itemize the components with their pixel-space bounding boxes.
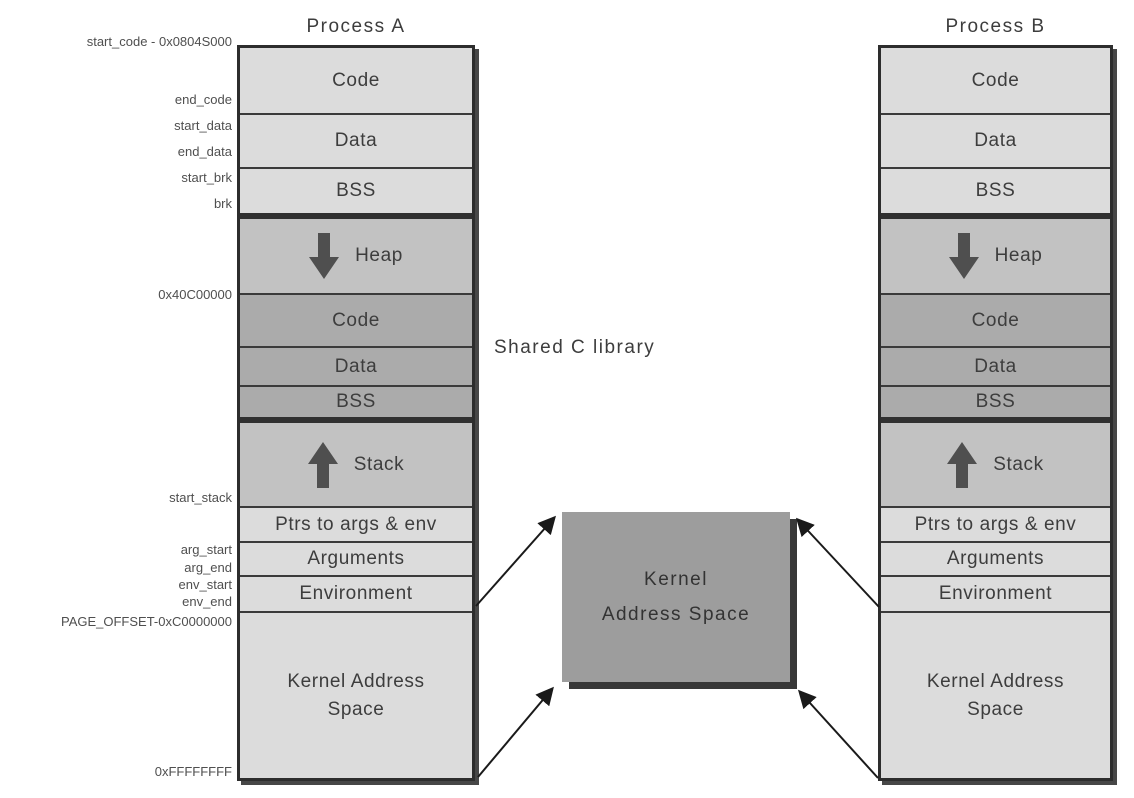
segment-label: Kernel Address Space bbox=[926, 670, 1065, 720]
stack-up-arrow-icon bbox=[307, 441, 338, 488]
address-label: 0xFFFFFFFF bbox=[154, 764, 232, 779]
segment-code: Code bbox=[881, 293, 1110, 346]
segment-environment: Environment bbox=[240, 575, 472, 611]
segment-label: Environment bbox=[299, 583, 413, 604]
segment-divider bbox=[240, 213, 472, 219]
segment-label: Data bbox=[334, 130, 378, 151]
segment-label: Stack bbox=[353, 453, 405, 475]
heap-down-arrow-icon bbox=[948, 233, 979, 279]
segment-bss: BSS bbox=[881, 167, 1110, 213]
segment-label: Environment bbox=[938, 583, 1053, 604]
segment-label: BSS bbox=[336, 391, 376, 412]
segment-arguments: Arguments bbox=[881, 541, 1110, 575]
segment-label: Code bbox=[332, 69, 380, 91]
segment-kernel-address-space: Kernel Address Space bbox=[881, 611, 1110, 778]
address-label: env_end bbox=[182, 594, 232, 609]
address-label: start_brk bbox=[181, 170, 232, 185]
segment-stack: Stack bbox=[240, 423, 472, 506]
segment-code: Code bbox=[881, 48, 1110, 113]
segment-heap: Heap bbox=[240, 219, 472, 293]
stack-up-arrow-icon bbox=[947, 441, 978, 488]
segment-label: Code bbox=[971, 69, 1020, 91]
segment-bss: BSS bbox=[881, 385, 1110, 417]
arrow-b-bottom-to-kernel bbox=[797, 689, 879, 779]
address-label: 0x40C00000 bbox=[158, 287, 232, 302]
segment-arguments: Arguments bbox=[240, 541, 472, 575]
segment-bss: BSS bbox=[240, 385, 472, 417]
shared-c-library-label: Shared C library bbox=[494, 337, 656, 358]
segment-heap: Heap bbox=[881, 219, 1110, 293]
segment-label: Stack bbox=[993, 453, 1044, 475]
arrow-a-bottom-to-kernel bbox=[477, 686, 554, 778]
segment-label: BSS bbox=[336, 180, 376, 201]
address-label: PAGE_OFFSET-0xC0000000 bbox=[60, 614, 232, 629]
address-label: start_data bbox=[174, 118, 232, 133]
address-label: arg_end bbox=[184, 560, 232, 575]
address-label: env_start bbox=[178, 577, 232, 592]
segment-ptrs-to-args-env: Ptrs to args & env bbox=[881, 506, 1110, 541]
segment-label: Heap bbox=[355, 245, 403, 266]
segment-label: Arguments bbox=[946, 548, 1045, 569]
address-label: end_data bbox=[177, 144, 232, 159]
arrow-b-env-to-kernel bbox=[795, 517, 880, 608]
segment-label: Data bbox=[974, 130, 1017, 151]
process-b-title: Process B bbox=[945, 16, 1046, 37]
address-label: brk bbox=[213, 196, 232, 211]
address-label: end_code bbox=[174, 92, 232, 107]
segment-label: BSS bbox=[975, 180, 1016, 201]
segment-stack: Stack bbox=[881, 423, 1110, 506]
segment-data: Data bbox=[240, 346, 472, 385]
segment-code: Code bbox=[240, 48, 472, 113]
kernel-address-space-box: Kernel Address Space bbox=[562, 512, 790, 682]
segment-label: Ptrs to args & env bbox=[275, 513, 437, 535]
segment-label: Code bbox=[332, 309, 380, 331]
segment-bss: BSS bbox=[240, 167, 472, 213]
segment-label: Ptrs to args & env bbox=[914, 513, 1077, 535]
arrow-a-env-to-kernel bbox=[475, 515, 556, 607]
segment-divider bbox=[881, 417, 1110, 423]
address-label: start_code - 0x0804S000 bbox=[86, 34, 232, 49]
segment-label: Heap bbox=[994, 245, 1043, 266]
kernel-box-line1: Kernel bbox=[644, 569, 708, 590]
process-a-title: Process A bbox=[306, 16, 406, 37]
segment-label: Code bbox=[971, 309, 1020, 331]
segment-ptrs-to-args-env: Ptrs to args & env bbox=[240, 506, 472, 541]
segment-data: Data bbox=[881, 113, 1110, 167]
segment-label: BSS bbox=[975, 391, 1016, 412]
segment-divider bbox=[240, 417, 472, 423]
segment-label: Data bbox=[334, 355, 378, 377]
segment-label: Data bbox=[974, 355, 1017, 377]
heap-down-arrow-icon bbox=[309, 233, 340, 279]
segment-environment: Environment bbox=[881, 575, 1110, 611]
address-label: arg_start bbox=[180, 542, 232, 557]
segment-kernel-address-space: Kernel Address Space bbox=[240, 611, 472, 778]
address-label: start_stack bbox=[169, 490, 232, 505]
segment-label: Kernel Address Space bbox=[287, 670, 425, 720]
segment-data: Data bbox=[881, 346, 1110, 385]
segment-label: Arguments bbox=[307, 548, 405, 569]
segment-code: Code bbox=[240, 293, 472, 346]
segment-divider bbox=[881, 213, 1110, 219]
segment-data: Data bbox=[240, 113, 472, 167]
kernel-box-line2: Address Space bbox=[601, 604, 751, 625]
